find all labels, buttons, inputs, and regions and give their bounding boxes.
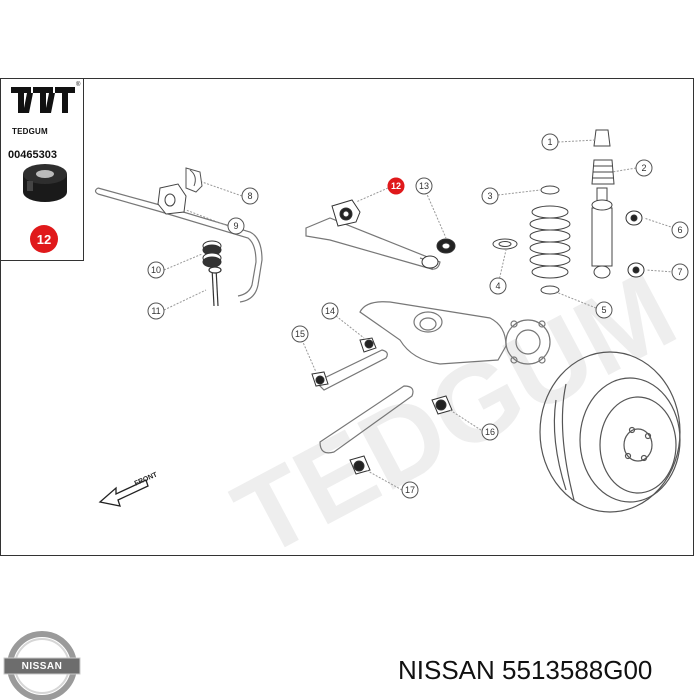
- callout-label-3: 3: [487, 191, 492, 201]
- callout-label-7: 7: [677, 267, 682, 277]
- link-washers: [202, 240, 222, 268]
- callout-label-1: 1: [547, 137, 552, 147]
- trailing-arm: [359, 301, 551, 365]
- bushing-image-icon: [23, 164, 67, 202]
- callout-11: [147, 302, 165, 320]
- callout-leaders: [163, 139, 675, 491]
- callout-14: [321, 302, 339, 320]
- stabilizer-bushing: [157, 183, 187, 215]
- callout-1: [541, 133, 559, 151]
- callout-label-14: 14: [325, 306, 335, 316]
- wheel-tire: [539, 351, 681, 513]
- callout-12: [387, 177, 405, 195]
- callout-16: [481, 423, 499, 441]
- tedgum-logo-icon: [11, 87, 75, 113]
- callout-label-15: 15: [295, 329, 305, 339]
- arm-end-bushing: [421, 238, 456, 269]
- callout-labels: 1 2 3 4 5 6 7 8 9 10 11 12 13 14 15 16 1…: [151, 137, 683, 495]
- shock-absorber: [591, 129, 615, 279]
- coil-spring: [492, 185, 571, 295]
- stabilizer-link: [208, 266, 222, 307]
- part-number-badge: [30, 225, 58, 253]
- nissan-logo-word: NISSAN: [21, 661, 63, 672]
- callout-13: [415, 177, 433, 195]
- callout-label-9: 9: [233, 221, 238, 231]
- callout-9: [227, 217, 245, 235]
- callout-label-11: 11: [151, 306, 160, 316]
- front-arrow: [98, 479, 149, 507]
- shock-bushings: [625, 210, 645, 278]
- legend-graphics: 12: [11, 87, 75, 253]
- callout-15: [291, 325, 309, 343]
- stabilizer-bar: [94, 187, 263, 303]
- lower-link: [319, 385, 414, 454]
- part-number-text: 12: [37, 232, 51, 247]
- callout-6: [671, 221, 689, 239]
- diagram-frame: [0, 78, 694, 556]
- part-number-label: NISSAN 5513588G00: [398, 655, 653, 685]
- lower-link-bushings: [349, 395, 453, 475]
- callout-label-2: 2: [641, 163, 646, 173]
- lateral-link-upper: [314, 349, 388, 391]
- bracket-clamp: [185, 167, 203, 193]
- callout-label-12: 12: [391, 181, 401, 191]
- callout-label-5: 5: [601, 305, 606, 315]
- callout-label-13: 13: [419, 181, 429, 191]
- callout-17: [401, 481, 419, 499]
- callout-5: [595, 301, 613, 319]
- legend-box: 12: [0, 78, 84, 261]
- registered-mark: ®: [76, 82, 81, 88]
- callout-label-10: 10: [151, 265, 161, 275]
- callout-7: [671, 263, 689, 281]
- callout-10: [147, 261, 165, 279]
- nissan-logo: [3, 631, 81, 700]
- legend-part-code: 00465303: [8, 149, 57, 161]
- callout-label-17: 17: [405, 485, 415, 495]
- upper-arm-bushing: [331, 199, 361, 227]
- callout-markers: [147, 133, 689, 499]
- lateral-link-bushings: [311, 337, 377, 387]
- callout-4: [489, 277, 507, 295]
- callout-label-6: 6: [677, 225, 682, 235]
- callout-label-4: 4: [495, 281, 500, 291]
- callout-label-16: 16: [485, 427, 495, 437]
- legend-brand-name: TEDGUM: [12, 127, 48, 136]
- callout-2: [635, 159, 653, 177]
- callout-label-8: 8: [247, 191, 252, 201]
- callout-8: [241, 187, 259, 205]
- callout-3: [481, 187, 499, 205]
